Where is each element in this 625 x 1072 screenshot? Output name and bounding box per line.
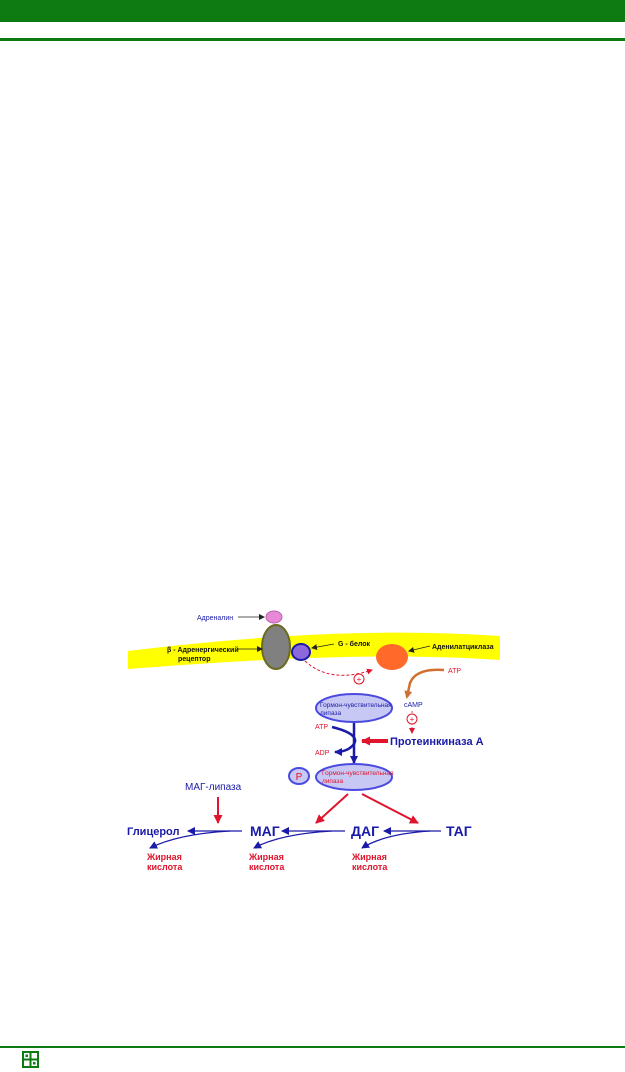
g-protein (291, 643, 311, 661)
fatty-acid-1-line1: Жирная (146, 852, 182, 862)
tag-label: ТАГ (446, 823, 472, 839)
adp-label: ADP (315, 750, 330, 757)
hsl-to-tag-arrow (361, 793, 419, 824)
hsl-p-label-line2: липаза (322, 778, 343, 785)
adenylate-cyclase-pointer (408, 645, 431, 653)
hsl-label-line2: липаза (320, 710, 341, 717)
fatty-acid-2-line1: Жирная (248, 852, 284, 862)
hormone-sensitive-lipase (315, 693, 393, 723)
activation-plus-symbol: + (357, 675, 362, 684)
dag-label: ДАГ (351, 823, 379, 839)
glycerol-label: Глицерол (127, 826, 179, 838)
atp-adp-curve (331, 725, 357, 756)
beta-adrenergic-receptor (261, 624, 291, 670)
g-protein-activation-arrow (304, 660, 373, 676)
camp-label: cAMP (404, 702, 423, 709)
mag-fatty-acid-branch (149, 830, 231, 849)
atp-label: ATP (315, 724, 328, 731)
fatty-acid-3-line2: кислота (352, 862, 388, 872)
phospho-label: P (296, 772, 303, 783)
adenylate-cyclase-label: Аденилатциклаза (432, 644, 494, 651)
phosphorylated-hsl (315, 763, 393, 791)
header-rule (0, 38, 625, 41)
mag-lipase-label: МАГ-липаза (185, 782, 242, 793)
hsl-label-line1: Гормон-чувствительная (320, 702, 392, 709)
hsl-to-mag-arrow (315, 793, 349, 824)
phospho-group (288, 767, 310, 785)
receptor-label-line2: рецептор (178, 656, 210, 663)
fatty-acid-1-line2: кислота (147, 862, 183, 872)
camp-plus-icon (406, 713, 418, 725)
receptor-label-line1: β - Адренергический (167, 646, 239, 654)
g-protein-pointer (311, 643, 335, 651)
adenylate-cyclase (376, 644, 408, 670)
activation-plus-icon (353, 673, 365, 685)
camp-plus-symbol: + (410, 715, 415, 724)
tag-fatty-acid-branch (361, 830, 431, 849)
g-protein-label: G - белок (338, 640, 371, 648)
dag-fatty-acid-branch (253, 830, 333, 849)
header-bar (0, 0, 625, 22)
adrenaline-label: Адреналин (197, 615, 233, 622)
cell-membrane (128, 632, 500, 669)
atp-to-camp-arrow (404, 668, 445, 699)
fatty-acid-2-line2: кислота (249, 862, 285, 872)
protein-kinase-a-label: Протеинкиназа А (390, 736, 484, 748)
adrenaline-molecule (265, 610, 283, 624)
footer-rule (0, 1046, 625, 1048)
fatty-acid-3-line1: Жирная (351, 852, 387, 862)
atp-top-label: ATP (448, 668, 461, 675)
hsl-p-label-line1: Гормон-чувствительная (322, 770, 394, 777)
mag-label: МАГ (250, 823, 280, 839)
footer-logo-icon (22, 1051, 39, 1068)
